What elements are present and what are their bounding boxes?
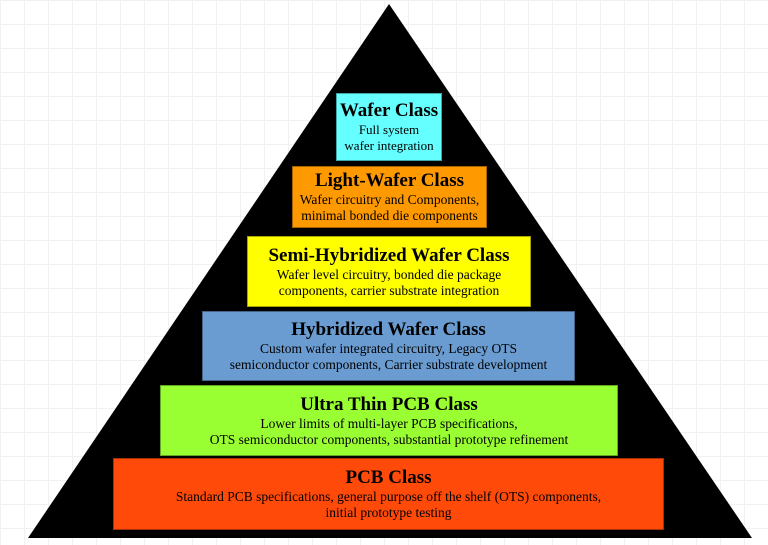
tier-wafer-class: Wafer Class Full system wafer integratio… [336, 93, 442, 161]
tier-title: Light-Wafer Class [314, 170, 464, 191]
tier-description: Full system wafer integration [344, 122, 434, 153]
tier-description: Lower limits of multi-layer PCB specific… [209, 415, 569, 447]
tier-description: Wafer level circuitry, bonded die packag… [276, 266, 502, 298]
tier-title: PCB Class [345, 467, 432, 488]
tier-light-wafer-class: Light-Wafer Class Wafer circuitry and Co… [292, 166, 487, 228]
tier-ultra-thin-pcb-class: Ultra Thin PCB Class Lower limits of mul… [160, 385, 618, 456]
tier-hybridized-wafer-class: Hybridized Wafer Class Custom wafer inte… [202, 311, 575, 381]
tier-description: Wafer circuitry and Components, minimal … [299, 192, 480, 223]
tier-title: Hybridized Wafer Class [291, 319, 486, 340]
tier-title: Ultra Thin PCB Class [300, 393, 478, 415]
tier-description: Standard PCB specifications, general pur… [175, 489, 602, 520]
tier-semi-hybridized-wafer-class: Semi-Hybridized Wafer Class Wafer level … [247, 236, 531, 307]
tier-title: Semi-Hybridized Wafer Class [268, 244, 510, 266]
tier-pcb-class: PCB Class Standard PCB specifications, g… [113, 458, 664, 530]
tier-title: Wafer Class [339, 100, 439, 121]
tier-description: Custom wafer integrated circuitry, Legac… [229, 341, 548, 372]
